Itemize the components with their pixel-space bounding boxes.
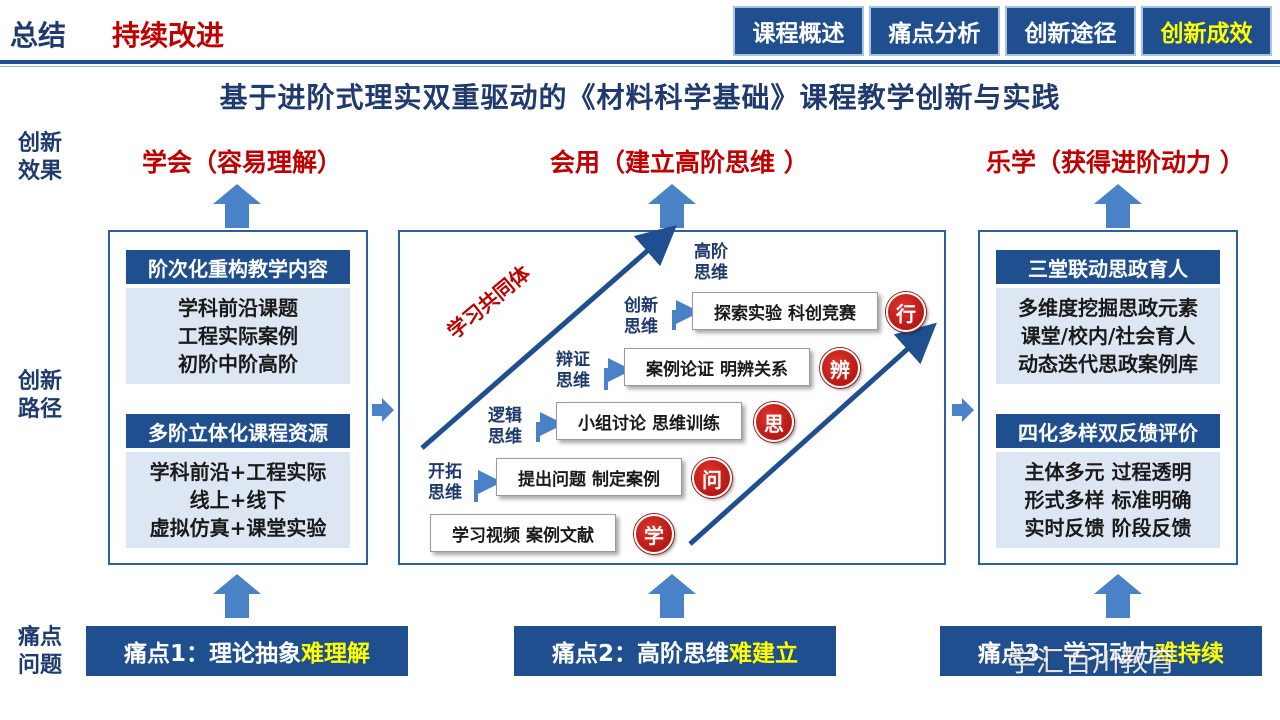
step-box-act: 探索实验 科创竞赛 [692,292,878,330]
block-line: 形式多样 标准明确 [1024,488,1192,512]
block-body: 主体多元 过程透明 形式多样 标准明确 实时反馈 阶段反馈 [996,452,1220,548]
stage-label-explore: 开拓 思维 [428,462,462,503]
step-box-learn: 学习视频 案例文献 [430,514,616,552]
step-box-think: 小组讨论 思维训练 [556,402,742,440]
block-title: 多阶立体化课程资源 [126,414,350,448]
header-summary: 总结 [10,19,67,52]
block-line: 主体多元 过程透明 [1024,460,1192,484]
panel-ideology-evaluation: 三堂联动思政育人 多维度挖掘思政元素 课堂/校内/社会育人 动态迭代思政案例库 … [978,230,1238,565]
step-arrow-icon [672,300,700,330]
tab-pain-analysis[interactable]: 痛点分析 [869,6,1000,56]
pain-point-1: 痛点1：理论抽象难理解 [86,626,408,676]
block-line: 多维度挖掘思政元素 [1018,296,1198,320]
arrow-right-icon [372,398,394,422]
diagonal-arrow-icon [420,224,678,450]
diagonal-arrow-icon [688,322,937,546]
side-label-effect: 创新 效果 [18,131,63,184]
block-line: 学科前沿课题 [178,296,298,320]
block-line: 动态迭代思政案例库 [1018,352,1198,376]
block-title: 阶次化重构教学内容 [126,250,350,284]
tab-innovation-path[interactable]: 创新途径 [1005,6,1136,56]
block-line: 虚拟仿真+课堂实验 [149,516,327,540]
block-body: 多维度挖掘思政元素 课堂/校内/社会育人 动态迭代思政案例库 [996,288,1220,384]
header-divider [0,60,1280,64]
arrow-up-icon [1094,574,1142,618]
block-line: 线上+线下 [189,488,287,512]
header-divider-thin [0,66,1280,67]
side-label-path: 创新 路径 [18,369,63,422]
badge-act: 行 [886,292,926,332]
pain-point-2: 痛点2：高阶思维难建立 [514,626,836,676]
block-body: 学科前沿课题 工程实际案例 初阶中阶高阶 [126,288,350,384]
block-line: 课堂/校内/社会育人 [1020,324,1196,348]
step-box-discern: 案例论证 明辨关系 [624,348,810,386]
effect-enjoy: 乐学（获得进阶动力 ） [986,148,1245,177]
page-title: 基于进阶式理实双重驱动的《材料科学基础》课程教学创新与实践 [219,81,1061,114]
block-title: 三堂联动思政育人 [996,250,1220,284]
badge-ask: 问 [692,458,732,498]
badge-discern: 辨 [820,348,860,388]
stage-label-dialectic: 辩证 思维 [556,350,590,391]
watermark: 学汇百川教育 [1008,645,1177,678]
arrow-up-icon [648,184,696,228]
badge-think: 思 [754,402,794,442]
effect-learn: 学会（容易理解） [142,148,343,177]
stage-label-higher-order: 高阶 思维 [694,242,728,283]
block-title: 四化多样双反馈评价 [996,414,1220,448]
arrow-right-icon [952,398,974,422]
header-title: 持续改进 [112,19,225,52]
stage-label-logic: 逻辑 思维 [488,406,522,447]
panel-content-resources: 阶次化重构教学内容 学科前沿课题 工程实际案例 初阶中阶高阶 多阶立体化课程资源… [108,230,368,565]
step-arrow-icon [474,470,502,502]
step-box-ask: 提出问题 制定案例 [496,458,682,496]
badge-learn: 学 [634,514,674,554]
tab-innovation-results[interactable]: 创新成效 [1141,6,1272,56]
section-tabs: 课程概述 痛点分析 创新途径 创新成效 [733,6,1272,56]
effect-apply: 会用（建立高阶思维 ） [550,148,809,177]
arrow-up-icon [213,184,261,228]
block-line: 学科前沿+工程实际 [149,460,327,484]
step-arrow-icon [604,358,632,390]
arrow-up-icon [648,574,696,618]
step-arrow-icon [536,412,564,442]
block-line: 实时反馈 阶段反馈 [1024,516,1192,540]
pain-point-3: 痛点3：学习动力难持续 [940,626,1262,676]
side-label-pain: 痛点 问题 [18,625,63,678]
tab-course-overview[interactable]: 课程概述 [733,6,864,56]
arrow-up-icon [213,574,261,618]
block-line: 工程实际案例 [178,324,298,348]
block-body: 学科前沿+工程实际 线上+线下 虚拟仿真+课堂实验 [126,452,350,548]
block-line: 初阶中阶高阶 [178,352,298,376]
stage-label-innovative: 创新 思维 [624,296,658,337]
arrow-up-icon [1094,184,1142,228]
